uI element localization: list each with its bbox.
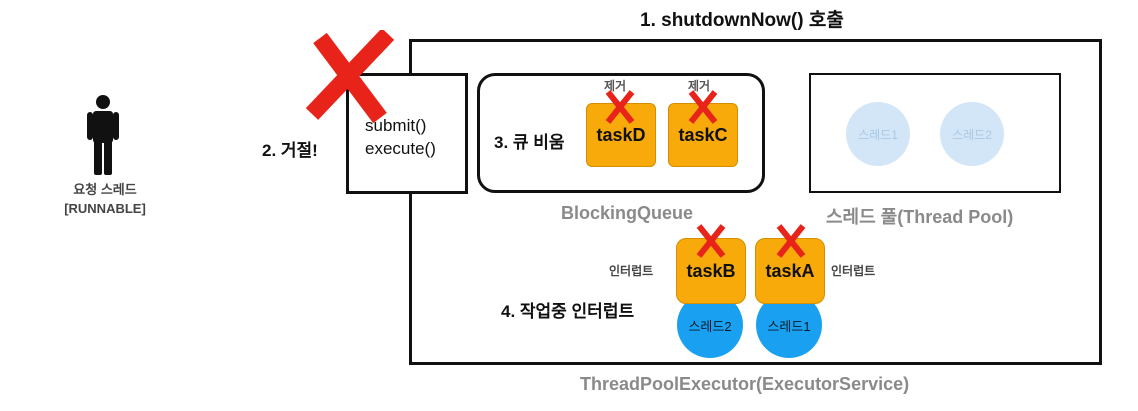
queue-step-label: 3. 큐 비움 bbox=[494, 133, 565, 152]
remove-cross-icon bbox=[605, 90, 635, 124]
reject-cross-icon bbox=[305, 30, 395, 124]
running-step-label: 4. 작업중 인터럽트 bbox=[501, 302, 635, 321]
diagram-title: 1. shutdownNow() 호출 bbox=[640, 10, 844, 31]
task-a-label: taskA bbox=[765, 260, 815, 281]
interrupt-cross-icon bbox=[776, 224, 806, 258]
task-b: taskB bbox=[676, 238, 746, 304]
rejected-label: 2. 거절! bbox=[262, 141, 318, 160]
requester-label: 요청 스레드 [RUNNABLE] bbox=[40, 180, 170, 218]
thread-pool-name: 스레드 풀(Thread Pool) bbox=[826, 207, 1014, 227]
executor-name: ThreadPoolExecutor(ExecutorService) bbox=[580, 374, 910, 394]
task-a: taskA bbox=[755, 238, 825, 304]
task-d: taskD bbox=[586, 103, 656, 167]
task-b-label: taskB bbox=[686, 260, 736, 281]
task-d-tag: 제거 bbox=[604, 79, 627, 93]
remove-cross-icon bbox=[688, 90, 718, 124]
busy-thread-1-label: 스레드1 bbox=[767, 318, 811, 334]
idle-thread-1-label: 스레드1 bbox=[858, 127, 898, 142]
execute-method: execute() bbox=[365, 139, 436, 158]
task-d-label: taskD bbox=[596, 124, 646, 145]
requester-state: [RUNNABLE] bbox=[64, 201, 146, 216]
interrupt-label-right: 인터럽트 bbox=[831, 264, 876, 278]
interrupt-cross-icon bbox=[696, 224, 726, 258]
interrupt-label-left: 인터럽트 bbox=[609, 264, 654, 278]
idle-thread-2-label: 스레드2 bbox=[952, 127, 992, 142]
task-c-label: taskC bbox=[678, 124, 728, 145]
submit-method: submit() bbox=[365, 116, 427, 135]
idle-thread-1: 스레드1 bbox=[846, 102, 910, 166]
requester-name: 요청 스레드 bbox=[73, 182, 137, 197]
task-c-tag: 제거 bbox=[688, 79, 711, 93]
idle-thread-2: 스레드2 bbox=[940, 102, 1004, 166]
person-icon bbox=[87, 95, 119, 175]
busy-thread-2-label: 스레드2 bbox=[688, 318, 732, 334]
queue-name: BlockingQueue bbox=[561, 203, 694, 223]
